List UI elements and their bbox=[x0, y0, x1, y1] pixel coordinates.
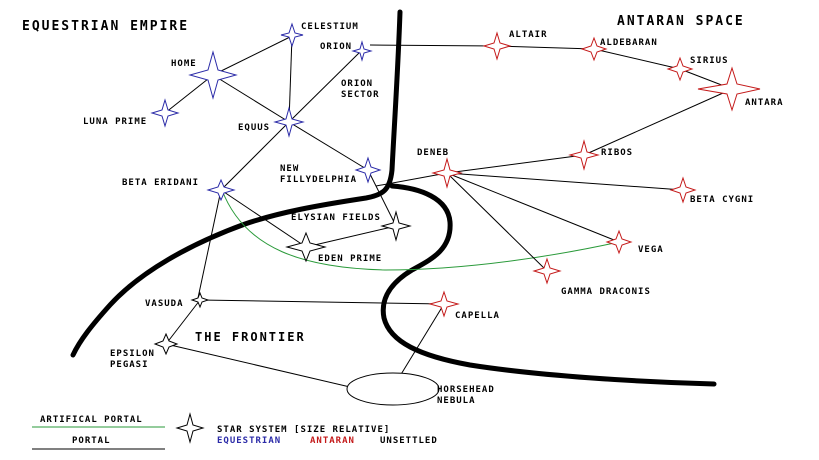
epsilon-pegasi-star[interactable] bbox=[153, 332, 179, 356]
celestium-star[interactable] bbox=[280, 22, 304, 48]
region-the-frontier: THE FRONTIER bbox=[195, 330, 306, 344]
luna-prime-star[interactable] bbox=[150, 98, 180, 128]
territory-border bbox=[70, 9, 403, 358]
label-deneb: DENEB bbox=[417, 148, 449, 158]
label-altair: ALTAIR bbox=[509, 30, 548, 40]
legend-star-icon bbox=[175, 412, 205, 444]
label-orion: ORION bbox=[320, 42, 352, 52]
beta-cygni-star[interactable] bbox=[669, 176, 697, 204]
ribos-star[interactable] bbox=[568, 139, 600, 171]
label-horsehead-nebula-1: HORSEHEAD bbox=[437, 385, 495, 395]
home-star[interactable] bbox=[188, 50, 238, 100]
artificial-portal-route bbox=[221, 189, 620, 271]
label-orion-sector-1: ORION bbox=[341, 79, 373, 89]
frontier-border bbox=[380, 183, 717, 387]
label-sirius: SIRIUS bbox=[690, 56, 729, 66]
label-antara: ANTARA bbox=[745, 98, 784, 108]
legend-portal-label: PORTAL bbox=[72, 436, 111, 446]
label-vega: VEGA bbox=[638, 245, 664, 255]
label-gamma-draconis: GAMMA DRACONIS bbox=[561, 287, 651, 297]
altair-star[interactable] bbox=[482, 31, 512, 61]
deneb-star[interactable] bbox=[431, 157, 463, 189]
label-celestium: CELESTIUM bbox=[301, 22, 359, 32]
label-new-fillydelphia-1: NEW bbox=[280, 164, 299, 174]
gamma-draconis-star[interactable] bbox=[532, 257, 562, 285]
label-luna-prime: LUNA PRIME bbox=[83, 117, 147, 127]
label-beta-cygni: BETA CYGNI bbox=[690, 195, 754, 205]
label-beta-eridani: BETA ERIDANI bbox=[122, 178, 199, 188]
orion-star[interactable] bbox=[351, 40, 373, 62]
star-systems bbox=[150, 22, 761, 356]
label-ribos: RIBOS bbox=[601, 148, 633, 158]
region-antaran-space: ANTARAN SPACE bbox=[617, 14, 745, 29]
new-fillydelphia-star[interactable] bbox=[354, 156, 382, 184]
label-orion-sector-2: SECTOR bbox=[341, 90, 380, 100]
label-epsilon-pegasi-2: PEGASI bbox=[110, 360, 149, 370]
sirius-star[interactable] bbox=[666, 56, 694, 82]
label-horsehead-nebula-2: NEBULA bbox=[437, 396, 476, 406]
legend-artificial-portal-label: ARTIFICAL PORTAL bbox=[40, 415, 143, 425]
elysian-fields-star[interactable] bbox=[380, 210, 412, 242]
legend: ARTIFICAL PORTAL PORTAL STAR SYSTEM [SIZ… bbox=[32, 412, 438, 450]
eden-prime-star[interactable] bbox=[285, 231, 327, 263]
vasuda-star[interactable] bbox=[190, 291, 210, 309]
label-new-fillydelphia-2: FILLYDELPHIA bbox=[280, 175, 357, 185]
label-epsilon-pegasi-1: EPSILON bbox=[110, 349, 155, 359]
label-vasuda: VASUDA bbox=[145, 299, 184, 309]
capella-star[interactable] bbox=[428, 290, 460, 318]
beta-eridani-star[interactable] bbox=[206, 178, 236, 202]
region-equestrian-empire: EQUESTRIAN EMPIRE bbox=[22, 19, 189, 34]
label-aldebaran: ALDEBARAN bbox=[600, 38, 658, 48]
label-home: HOME bbox=[171, 59, 197, 69]
legend-antaran-label: ANTARAN bbox=[310, 436, 355, 446]
aldebaran-star[interactable] bbox=[580, 36, 608, 62]
label-eden-prime: EDEN PRIME bbox=[318, 254, 382, 264]
portal-routes bbox=[164, 35, 733, 388]
label-elysian-fields: ELYSIAN FIELDS bbox=[291, 213, 381, 223]
antara-star[interactable] bbox=[697, 66, 761, 112]
horsehead-nebula-marker[interactable] bbox=[346, 372, 440, 406]
legend-equestrian-label: EQUESTRIAN bbox=[217, 436, 281, 446]
legend-unsettled-label: UNSETTLED bbox=[380, 436, 438, 446]
label-equus: EQUUS bbox=[238, 123, 270, 133]
vega-star[interactable] bbox=[605, 229, 633, 255]
equus-star[interactable] bbox=[273, 106, 305, 138]
label-capella: CAPELLA bbox=[455, 311, 500, 321]
legend-star-system-label: STAR SYSTEM [SIZE RELATIVE] bbox=[217, 425, 390, 435]
